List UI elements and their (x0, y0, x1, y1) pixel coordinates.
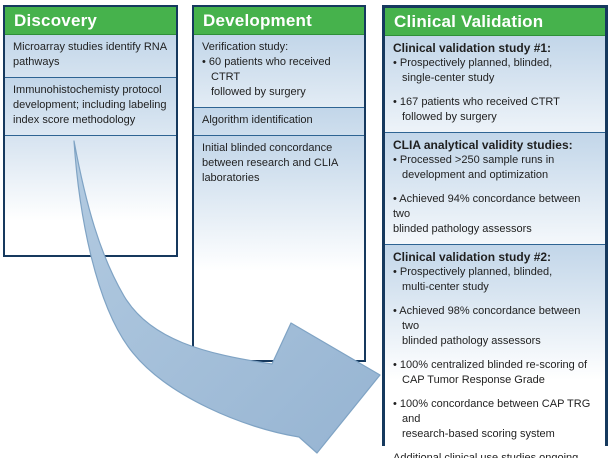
clinical-validation-bullet-item: • Achieved 94% concordance between two b… (393, 193, 581, 235)
column-header-clinical-validation: Clinical Validation (385, 8, 605, 36)
development-box-text: Initial blinded concordance between rese… (202, 142, 339, 184)
column-title-development: Development (203, 11, 312, 30)
clinical-validation-bullet-item: • Processed >250 sample runs in developm… (393, 154, 555, 181)
clinical-validation-box-heading: CLIA analytical validity studies: (393, 138, 573, 152)
clinical-validation-bullet-item: • Prospectively planned, blinded, single… (393, 57, 553, 84)
development-box-text: Algorithm identification (202, 114, 313, 126)
clinical-validation-box-2: CLIA analytical validity studies: • Proce… (385, 132, 605, 244)
clinical-validation-box-3: Clinical validation study #2: • Prospecti… (385, 244, 605, 458)
clinical-validation-bullet-item: • 100% concordance between CAP TRG and r… (393, 398, 591, 440)
discovery-box-text: Immunohistochemisty protocol development… (13, 84, 167, 126)
column-title-discovery: Discovery (14, 11, 98, 30)
column-boxes-development: Verification study: • 60 patients who rec… (194, 35, 364, 360)
discovery-box-text: Microarray studies identify RNA pathways (13, 41, 168, 68)
clinical-validation-bullet-item: • Achieved 98% concordance between two b… (393, 305, 581, 347)
clinical-validation-bullet-item: • 167 patients who received CTRT followe… (393, 96, 560, 123)
column-boxes-clinical-validation: Clinical validation study #1: • Prospecti… (385, 36, 605, 458)
clinical-validation-box-text: Additional clinical use studies ongoing (393, 452, 579, 458)
column-discovery: Discovery Microarray studies identify RN… (3, 5, 178, 257)
discovery-box-2: Immunohistochemisty protocol development… (5, 77, 176, 135)
column-header-development: Development (194, 7, 364, 35)
development-bullet-item: • 60 patients who received CTRT followed… (202, 56, 331, 98)
column-clinical-validation: Clinical Validation Clinical validation … (382, 5, 608, 458)
development-box-1: Verification study: • 60 patients who rec… (194, 35, 364, 107)
development-box-3: Initial blinded concordance between rese… (194, 135, 364, 360)
column-boxes-discovery: Microarray studies identify RNA pathways… (5, 35, 176, 255)
discovery-box-1: Microarray studies identify RNA pathways (5, 35, 176, 77)
clinical-validation-box-heading: Clinical validation study #1: (393, 41, 552, 55)
column-development: Development Verification study: • 60 pati… (192, 5, 366, 362)
column-header-discovery: Discovery (5, 7, 176, 35)
clinical-validation-box-heading: Clinical validation study #2: (393, 250, 552, 264)
clinical-validation-bullet-item: • Prospectively planned, blinded, multi-… (393, 266, 553, 293)
development-box-text: Verification study: (202, 41, 289, 53)
clinical-validation-box-1: Clinical validation study #1: • Prospecti… (385, 36, 605, 132)
discovery-box-3 (5, 135, 176, 255)
column-title-clinical-validation: Clinical Validation (394, 12, 544, 31)
development-box-2: Algorithm identification (194, 107, 364, 135)
clinical-validation-bullet-item: • 100% centralized blinded re-scoring of… (393, 359, 588, 386)
